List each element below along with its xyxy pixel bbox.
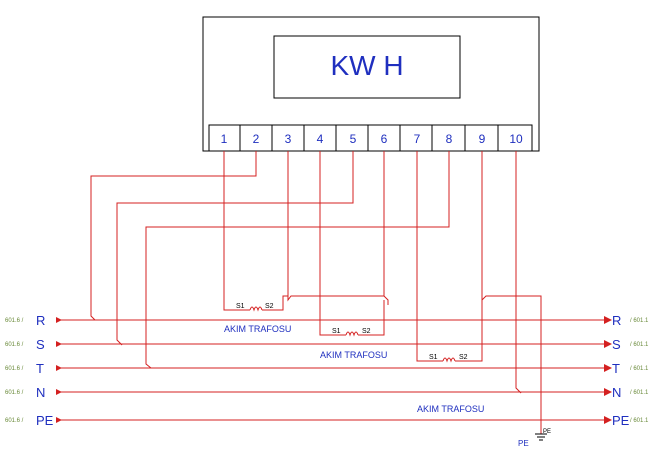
wire-t9 xyxy=(481,151,542,420)
terminal-label-8: 8 xyxy=(446,132,453,146)
ct1-s1: S1 xyxy=(236,303,245,310)
wire-t4-ct2 xyxy=(319,151,346,336)
right-line-label: N xyxy=(612,385,621,400)
right-ref: / 601.1 xyxy=(630,418,649,424)
ground-symbol-label: PE xyxy=(543,429,551,435)
meter-display xyxy=(273,35,461,99)
right-line-label: PE xyxy=(612,413,630,428)
terminal-strip xyxy=(208,124,533,152)
wiring xyxy=(90,151,542,434)
right-line-label: T xyxy=(612,361,620,376)
arrow-icon xyxy=(56,417,62,423)
ct2-coil xyxy=(345,331,359,337)
ct2-s2-lead xyxy=(358,300,385,336)
right-ref: / 601.1 xyxy=(630,342,649,348)
ground-label: PE xyxy=(518,439,529,448)
arrow-icon xyxy=(56,317,62,323)
left-ref: 601.6 / xyxy=(5,342,24,348)
arrow-icon xyxy=(56,365,62,371)
arrow-icon xyxy=(604,316,612,324)
ct1-s2: S2 xyxy=(265,303,274,310)
terminal-label-6: 6 xyxy=(381,132,388,146)
wire-t7-ct3 xyxy=(416,151,443,362)
arrow-icon xyxy=(56,389,62,395)
ct2-s1: S1 xyxy=(332,328,341,335)
left-line-label: R xyxy=(36,313,45,328)
left-line-label: S xyxy=(36,337,45,352)
terminal-label-10: 10 xyxy=(509,132,523,146)
meter-title: KW H xyxy=(330,50,403,81)
arrow-icon xyxy=(604,388,612,396)
ct3-coil xyxy=(442,357,456,363)
right-ref: / 601.1 xyxy=(630,390,649,396)
left-ref: 601.6 / xyxy=(5,366,24,372)
right-ref: / 601.1 xyxy=(630,366,649,372)
arrow-icon xyxy=(604,340,612,348)
wire-t5-s xyxy=(116,151,354,346)
wire-t2-r xyxy=(90,151,257,321)
phase-lines: 601.6 / R R / 601.1 601.6 / S S / 601.1 601.6 / T… xyxy=(5,313,649,428)
left-line-label: T xyxy=(36,361,44,376)
ct3-s2: S2 xyxy=(459,354,468,361)
left-line-label: PE xyxy=(36,413,54,428)
ct3-s1: S1 xyxy=(429,354,438,361)
wire-t10-n xyxy=(515,151,522,394)
terminal-label-9: 9 xyxy=(479,132,486,146)
ct3-s2-lead xyxy=(455,300,483,362)
ground-icon xyxy=(535,433,547,441)
right-line-label: S xyxy=(612,337,621,352)
ct2-s2: S2 xyxy=(362,328,371,335)
ct1-coil xyxy=(249,306,263,312)
right-ref: / 601.1 xyxy=(630,318,649,324)
left-line-label: N xyxy=(36,385,45,400)
wire-t3-ct1 xyxy=(287,151,389,305)
arrow-icon xyxy=(604,364,612,372)
terminal-label-5: 5 xyxy=(350,132,357,146)
arrow-icon xyxy=(56,341,62,347)
ct3-label: AKIM TRAFOSU xyxy=(417,404,484,414)
terminal-label-2: 2 xyxy=(253,132,260,146)
ct-pins: S1 S2 S1 S2 S1 S2 xyxy=(236,303,468,361)
left-ref: 601.6 / xyxy=(5,418,24,424)
wire-t1-ct1 xyxy=(223,151,250,311)
ct2-label: AKIM TRAFOSU xyxy=(320,350,387,360)
terminal-label-3: 3 xyxy=(285,132,292,146)
left-ref: 601.6 / xyxy=(5,318,24,324)
ct1-s2-lead xyxy=(262,295,288,311)
terminal-label-4: 4 xyxy=(317,132,324,146)
left-ref: 601.6 / xyxy=(5,390,24,396)
right-line-label: R xyxy=(612,313,621,328)
terminal-group: 1 2 3 4 5 6 7 8 9 10 xyxy=(221,125,523,151)
ct1-label: AKIM TRAFOSU xyxy=(224,324,291,334)
arrow-icon xyxy=(604,416,612,424)
ct-labels: AKIM TRAFOSU AKIM TRAFOSU AKIM TRAFOSU xyxy=(224,324,484,414)
wire-t8-t xyxy=(145,151,450,369)
terminal-label-7: 7 xyxy=(414,132,421,146)
terminal-label-1: 1 xyxy=(221,132,228,146)
